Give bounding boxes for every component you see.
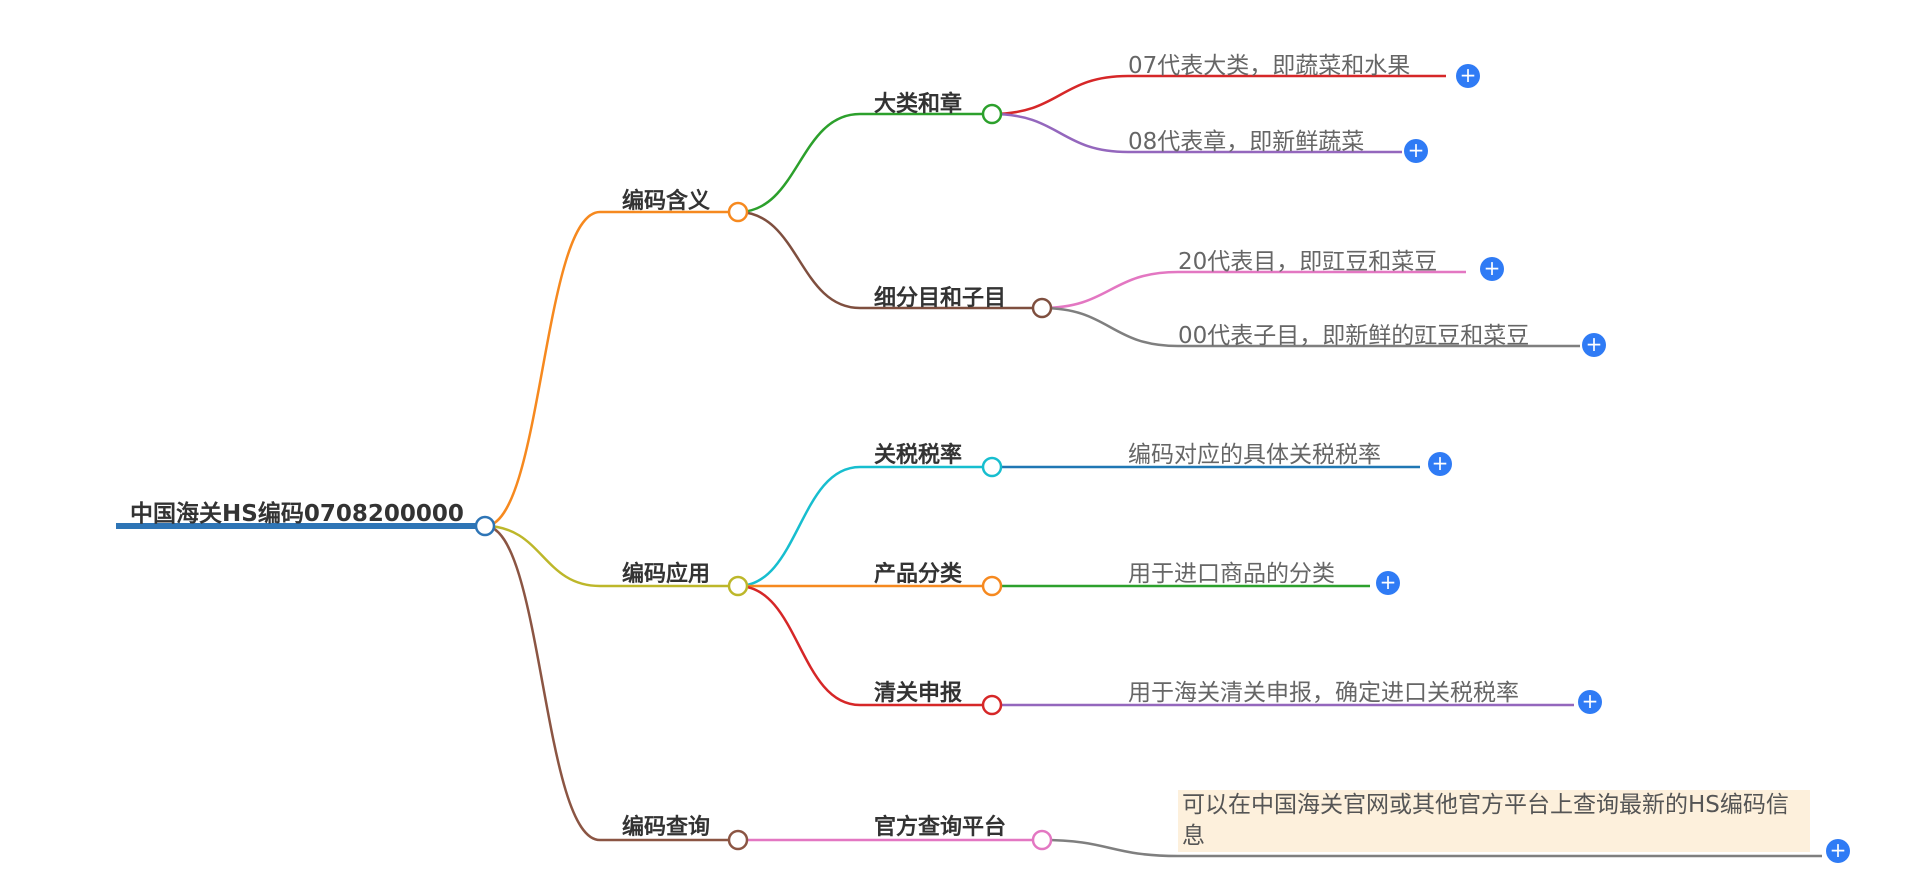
node-tariff-rate[interactable]: 关税税率: [874, 443, 963, 468]
leaf-import-classification[interactable]: 用于进口商品的分类: [1128, 561, 1335, 587]
leaf-00-subheading[interactable]: 00代表子目，即新鲜的豇豆和菜豆: [1178, 323, 1530, 349]
node-official-query-platform[interactable]: 官方查询平台: [874, 815, 1007, 840]
leaf-query-platform-note[interactable]: 可以在中国海关官网或其他官方平台上查询最新的HS编码信息: [1178, 790, 1810, 852]
expand-plus-icon[interactable]: +: [1428, 452, 1452, 476]
connector-guanshui: [737, 465, 861, 588]
leaf-tariff-detail[interactable]: 编码对应的具体关税税率: [1128, 442, 1381, 468]
expand-plus-icon[interactable]: +: [1826, 839, 1850, 863]
expand-plus-icon[interactable]: +: [1578, 690, 1602, 714]
expand-plus-icon[interactable]: +: [1404, 139, 1428, 163]
chanpin-circle: [981, 575, 1003, 597]
expand-plus-icon[interactable]: +: [1480, 257, 1504, 281]
node-heading-and-subheading[interactable]: 细分目和子目: [874, 286, 1007, 311]
connector-leaf-guanfang: [1041, 838, 1179, 858]
leaf-07-category[interactable]: 07代表大类，即蔬菜和水果: [1128, 53, 1411, 79]
expand-plus-icon[interactable]: +: [1376, 571, 1400, 595]
xifen-circle: [1031, 297, 1053, 319]
qingguan-circle: [981, 694, 1003, 716]
expand-plus-icon[interactable]: +: [1582, 333, 1606, 357]
branch-2-circle: [727, 575, 749, 597]
node-category-and-chapter[interactable]: 大类和章: [874, 92, 963, 117]
connector-branch-1: [484, 210, 601, 528]
node-product-classification[interactable]: 产品分类: [874, 562, 963, 587]
branch-node-encoding-application[interactable]: 编码应用: [622, 562, 711, 587]
guanfang-circle: [1031, 829, 1053, 851]
guanshui-circle: [981, 456, 1003, 478]
leaf-20-heading[interactable]: 20代表目，即豇豆和菜豆: [1178, 249, 1438, 275]
connector-leaf-20: [1041, 270, 1179, 310]
root-node-circle: [474, 515, 496, 537]
branch-node-encoding-meaning[interactable]: 编码含义: [622, 189, 711, 214]
root-node[interactable]: 中国海关HS编码0708200000: [130, 501, 464, 527]
connector-leaf-00: [1041, 306, 1179, 348]
connector-dalei: [737, 112, 861, 214]
connector-branch-3: [484, 524, 601, 842]
branch-node-encoding-query[interactable]: 编码查询: [622, 815, 711, 840]
connector-leaf-08: [991, 112, 1129, 154]
connector-leaf-07: [991, 74, 1129, 116]
expand-plus-icon[interactable]: +: [1456, 64, 1480, 88]
connector-xifen: [737, 210, 861, 310]
connector-qingguan: [737, 584, 861, 707]
branch-1-circle: [727, 201, 749, 223]
dalei-circle: [981, 103, 1003, 125]
leaf-08-chapter[interactable]: 08代表章，即新鲜蔬菜: [1128, 129, 1365, 155]
node-customs-declaration[interactable]: 清关申报: [874, 681, 963, 706]
leaf-customs-declaration-detail[interactable]: 用于海关清关申报，确定进口关税税率: [1128, 680, 1519, 706]
connector-branch-2: [484, 524, 601, 588]
branch-3-circle: [727, 829, 749, 851]
